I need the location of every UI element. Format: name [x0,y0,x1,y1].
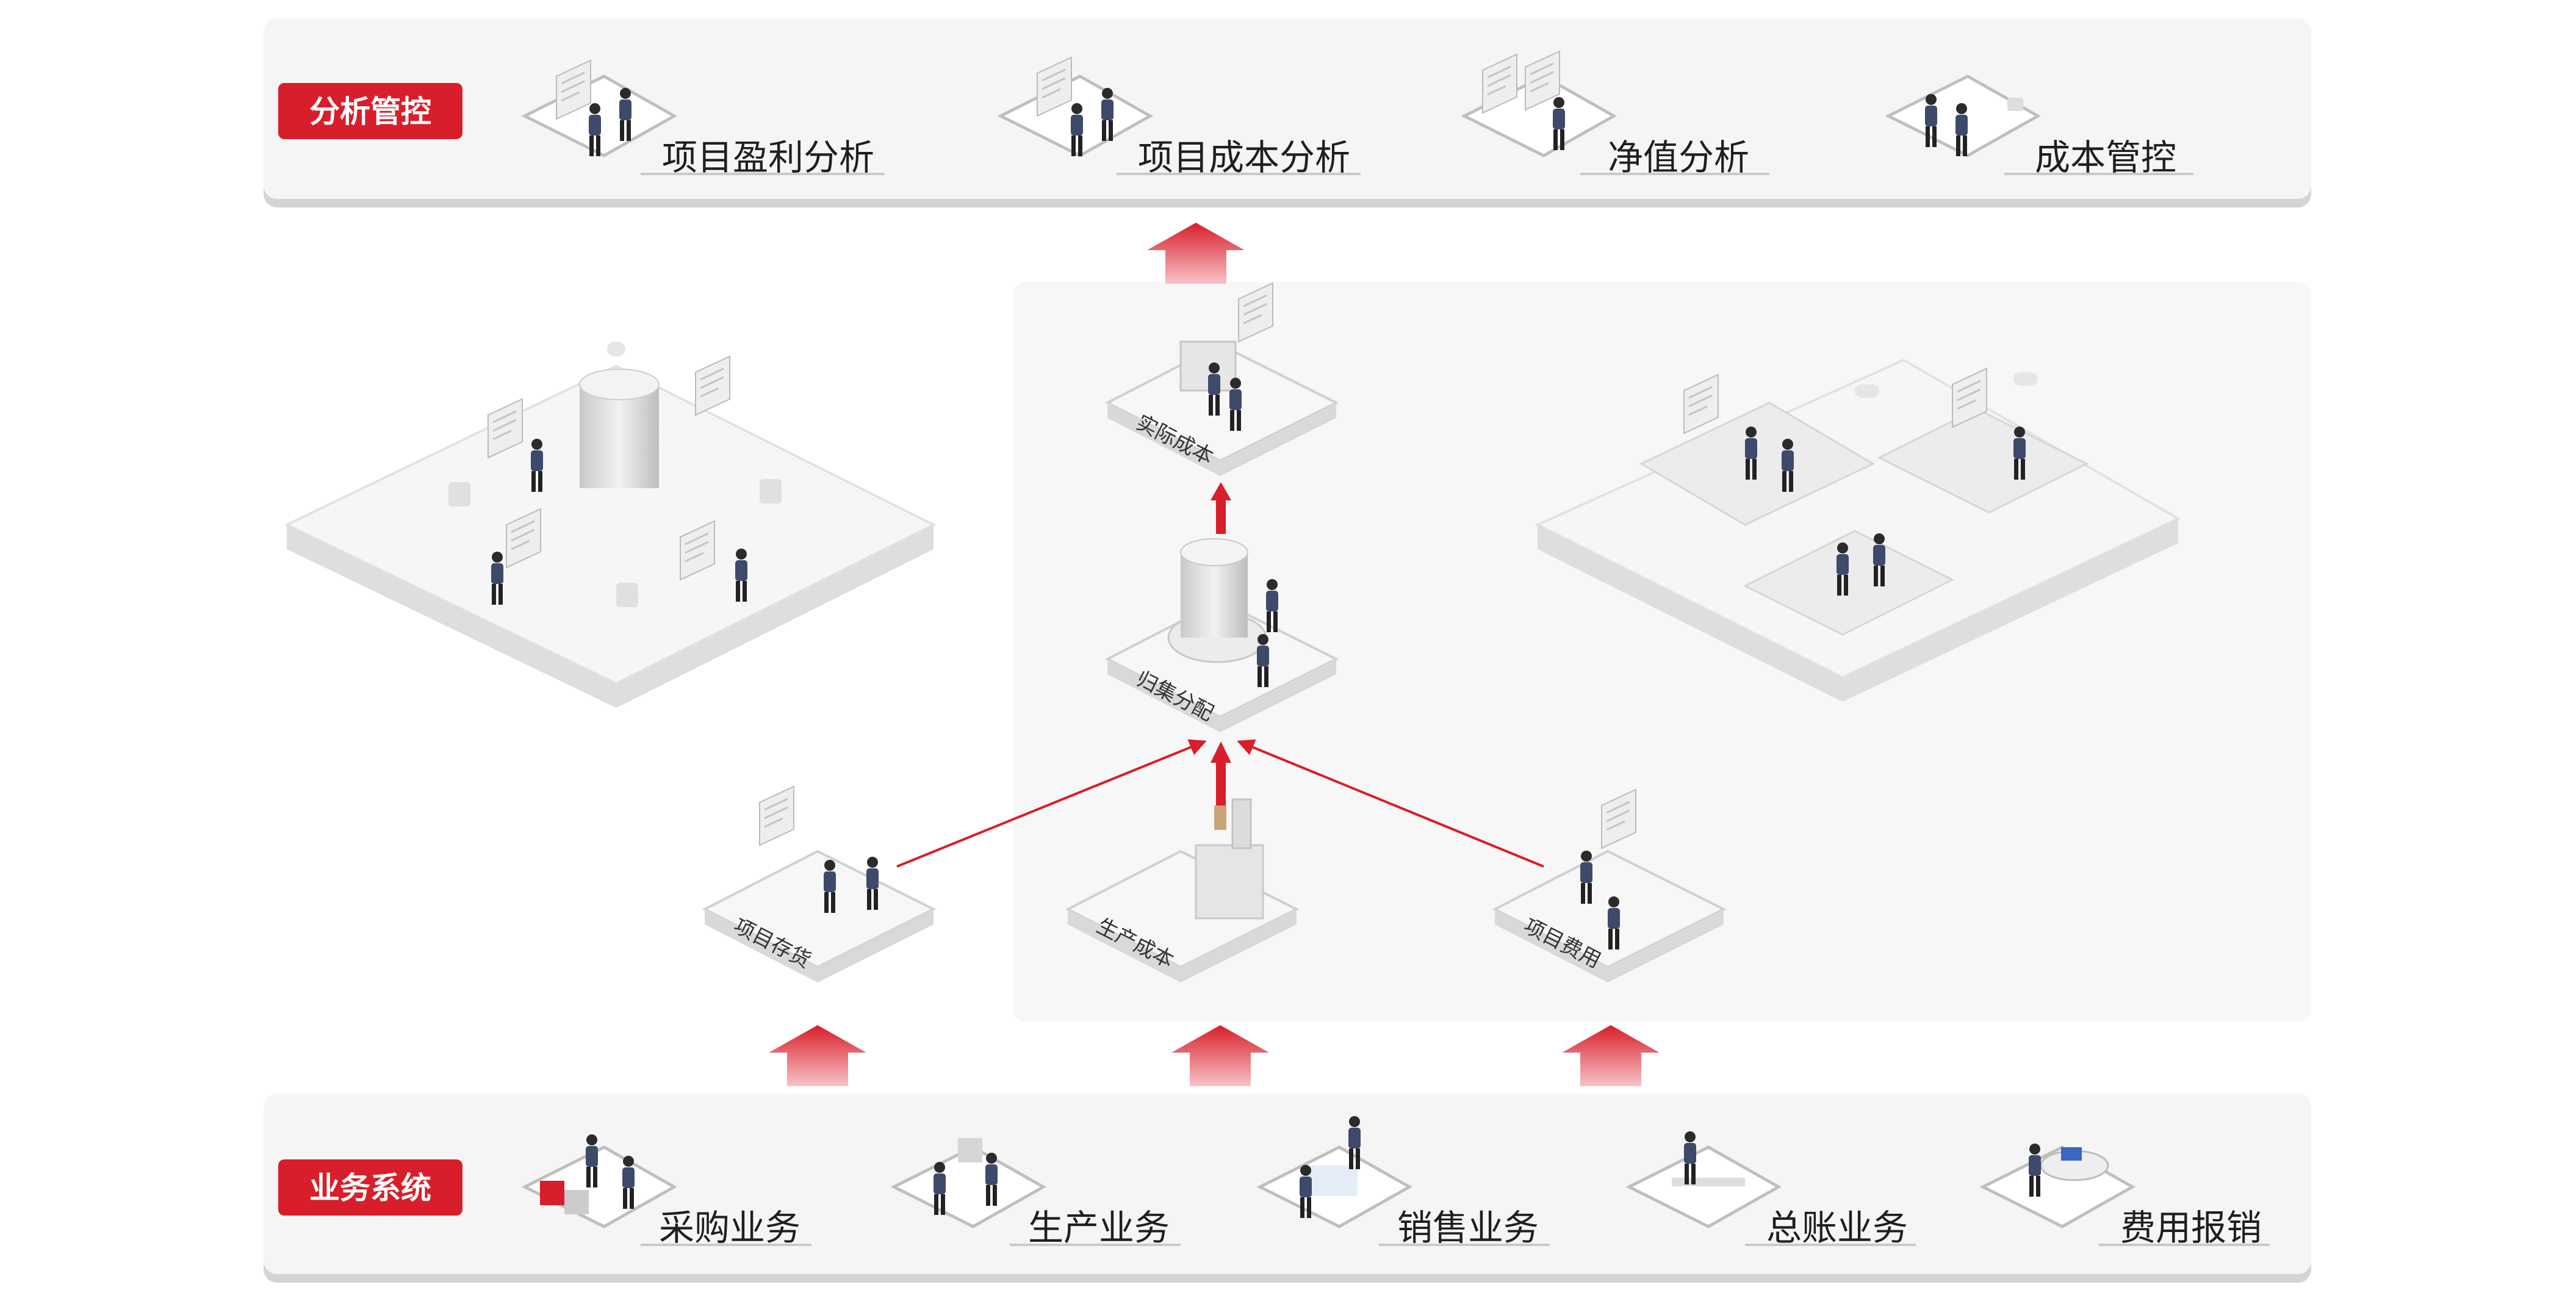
cloud-icon [607,342,625,356]
arrow-up-icon [1171,1025,1269,1086]
tile-project-inventory: 项目存货 [705,787,934,982]
svg-text:分析管控: 分析管控 [309,94,431,129]
svg-text:净值分析: 净值分析 [1608,137,1749,178]
svg-text:费用报销: 费用报销 [2120,1207,2262,1249]
barrel-icon [448,482,470,506]
left-platform-illustration [287,342,934,708]
machine-icon [958,1138,982,1162]
package-icon [564,1190,589,1214]
factory-icon [1196,845,1263,918]
business-badge: 业务系统 [278,1159,462,1216]
svg-text:项目盈利分析: 项目盈利分析 [662,137,874,178]
svg-text:销售业务: 销售业务 [1397,1207,1539,1249]
arrow-up-icon [1562,1025,1660,1086]
cloud-icon [1855,384,1879,398]
svg-text:成本管控: 成本管控 [2035,137,2176,178]
chimney-icon [1232,799,1251,848]
chimney-icon [1214,805,1226,830]
business-panel: 业务系统 采购业务 生产业务 销售业务 [264,1094,2311,1283]
svg-text:总账业务: 总账业务 [1766,1207,1908,1249]
screen-icon [696,356,730,415]
arrow-up-icon [769,1025,866,1086]
svg-text:生产业务: 生产业务 [1028,1207,1170,1249]
arrow-up-icon [1147,223,1245,284]
barrel-icon [616,583,638,607]
laptop-icon [2061,1147,2082,1161]
svg-text:采购业务: 采购业务 [659,1207,801,1249]
analysis-panel: 分析管控 项目盈利分析 项目成本分析 净值分析 [264,18,2311,207]
analysis-badge: 分析管控 [278,83,462,139]
cloud-icon [2013,372,2038,386]
svg-text:业务系统: 业务系统 [309,1170,431,1206]
svg-text:项目成本分析: 项目成本分析 [1138,137,1350,178]
desk-icon [1672,1178,1745,1186]
barrel-icon [760,479,782,503]
package-icon [540,1181,564,1205]
chart-board-icon [760,787,794,845]
box-icon [2007,98,2023,111]
counter-icon [1309,1166,1358,1196]
